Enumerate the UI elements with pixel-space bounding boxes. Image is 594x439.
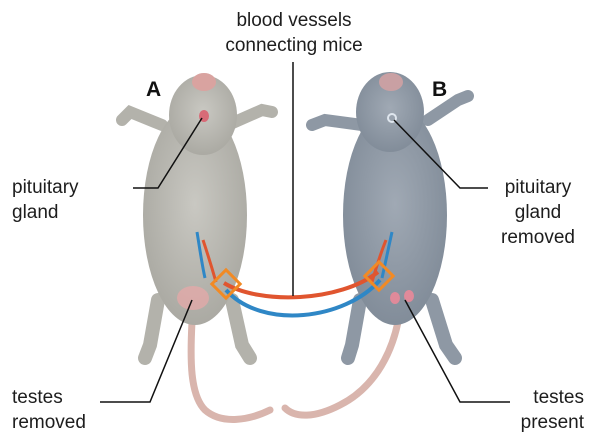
- pituitary-b-line-2: gland: [488, 200, 588, 225]
- title-line-2: connecting mice: [214, 33, 374, 58]
- title-label: blood vessels connecting mice: [214, 8, 374, 58]
- mouse-a-right-leg: [232, 300, 250, 358]
- mouse-a-letter: A: [146, 78, 161, 102]
- mouse-a-left-leg: [145, 300, 158, 358]
- pituitary-b-line-1: pituitary: [488, 175, 588, 200]
- mouse-a-left-arm: [122, 112, 162, 125]
- mouse-b-letter: B: [432, 78, 447, 102]
- mouse-b-left-arm: [312, 120, 362, 125]
- mouse-b-right-leg: [432, 300, 455, 358]
- testes-b-line-2: present: [500, 410, 584, 435]
- pituitary-gland-removed-label-b: pituitary gland removed: [488, 175, 588, 250]
- pituitary-a-line-2: gland: [12, 200, 79, 225]
- pituitary-b-line-3: removed: [488, 225, 588, 250]
- title-line-1: blood vessels: [214, 8, 374, 33]
- mouse-b-left-leg: [348, 300, 360, 358]
- testes-b-line-1: testes: [500, 385, 584, 410]
- mouse-a-tail: [191, 322, 270, 419]
- mouse-b: [285, 72, 468, 415]
- testes-present-label-b: testes present: [500, 385, 584, 435]
- pituitary-gland-label-a: pituitary gland: [12, 175, 79, 225]
- testes-a-line-2: removed: [12, 410, 86, 435]
- testes-removed-label-a: testes removed: [12, 385, 86, 435]
- mouse-b-tail: [285, 322, 398, 415]
- testes-a-line-1: testes: [12, 385, 86, 410]
- pituitary-a-line-1: pituitary: [12, 175, 79, 200]
